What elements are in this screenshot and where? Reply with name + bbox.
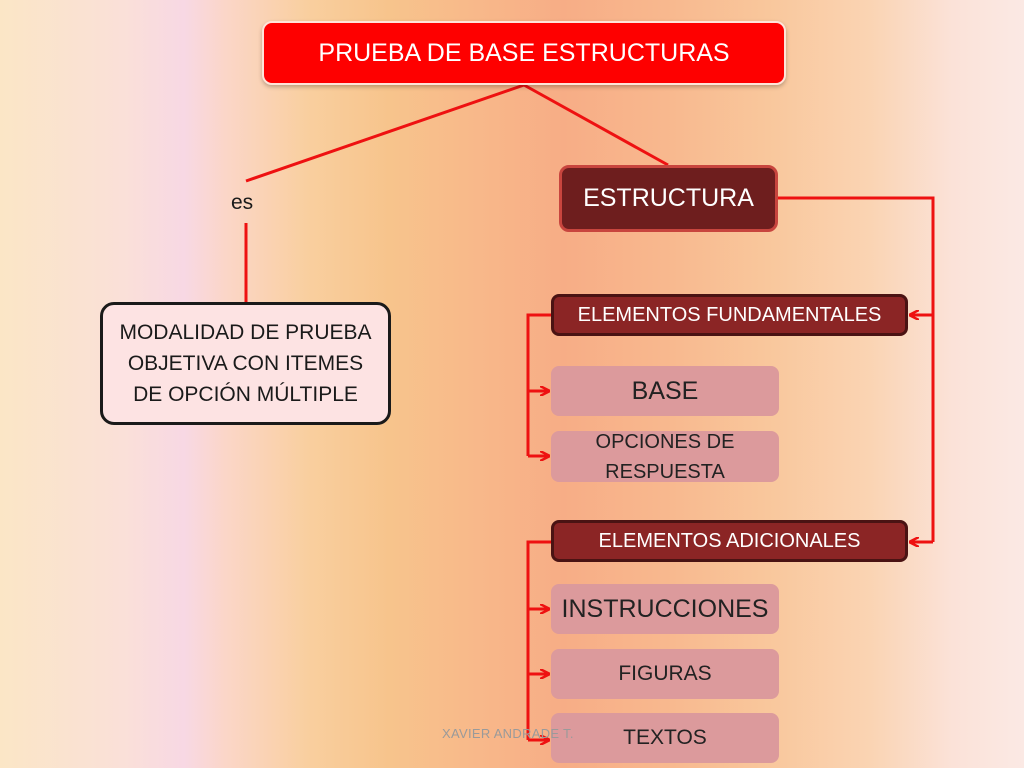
line-fundamental-bracket bbox=[526, 313, 551, 456]
definition-text: MODALIDAD DE PRUEBA OBJETIVA CON ITEMES … bbox=[119, 321, 372, 406]
additional-elements-text: ELEMENTOS ADICIONALES bbox=[598, 529, 861, 552]
title-text: PRUEBA DE BASE ESTRUCTURAS bbox=[318, 38, 730, 67]
answer-options-text: OPCIONES DE RESPUESTA bbox=[595, 430, 735, 483]
line-title-to-es bbox=[245, 83, 525, 183]
line-additional-bracket bbox=[526, 540, 551, 740]
fundamental-elements-node: ELEMENTOS FUNDAMENTALES bbox=[551, 294, 908, 336]
figures-node: FIGURAS bbox=[551, 649, 779, 699]
connector-label-es: es bbox=[231, 191, 254, 214]
base-node: BASE bbox=[551, 366, 779, 416]
definition-node: MODALIDAD DE PRUEBA OBJETIVA CON ITEMES … bbox=[100, 302, 391, 425]
title-node: PRUEBA DE BASE ESTRUCTURAS bbox=[262, 21, 786, 85]
figures-text: FIGURAS bbox=[618, 662, 712, 685]
texts-text: TEXTOS bbox=[623, 726, 707, 749]
author-watermark: XAVIER ANDRADE T. bbox=[442, 726, 574, 741]
line-estructura-bracket bbox=[778, 196, 935, 542]
base-text: BASE bbox=[631, 376, 699, 405]
answer-options-node: OPCIONES DE RESPUESTA bbox=[551, 431, 779, 483]
texts-node: TEXTOS bbox=[551, 713, 779, 763]
structure-text: ESTRUCTURA bbox=[583, 184, 754, 212]
instructions-node: INSTRUCCIONES bbox=[551, 584, 779, 634]
additional-elements-node: ELEMENTOS ADICIONALES bbox=[551, 520, 908, 562]
structure-node: ESTRUCTURA bbox=[559, 165, 778, 232]
line-title-to-estructura bbox=[523, 83, 669, 167]
fundamental-elements-text: ELEMENTOS FUNDAMENTALES bbox=[577, 303, 882, 326]
instructions-text: INSTRUCCIONES bbox=[561, 594, 769, 623]
